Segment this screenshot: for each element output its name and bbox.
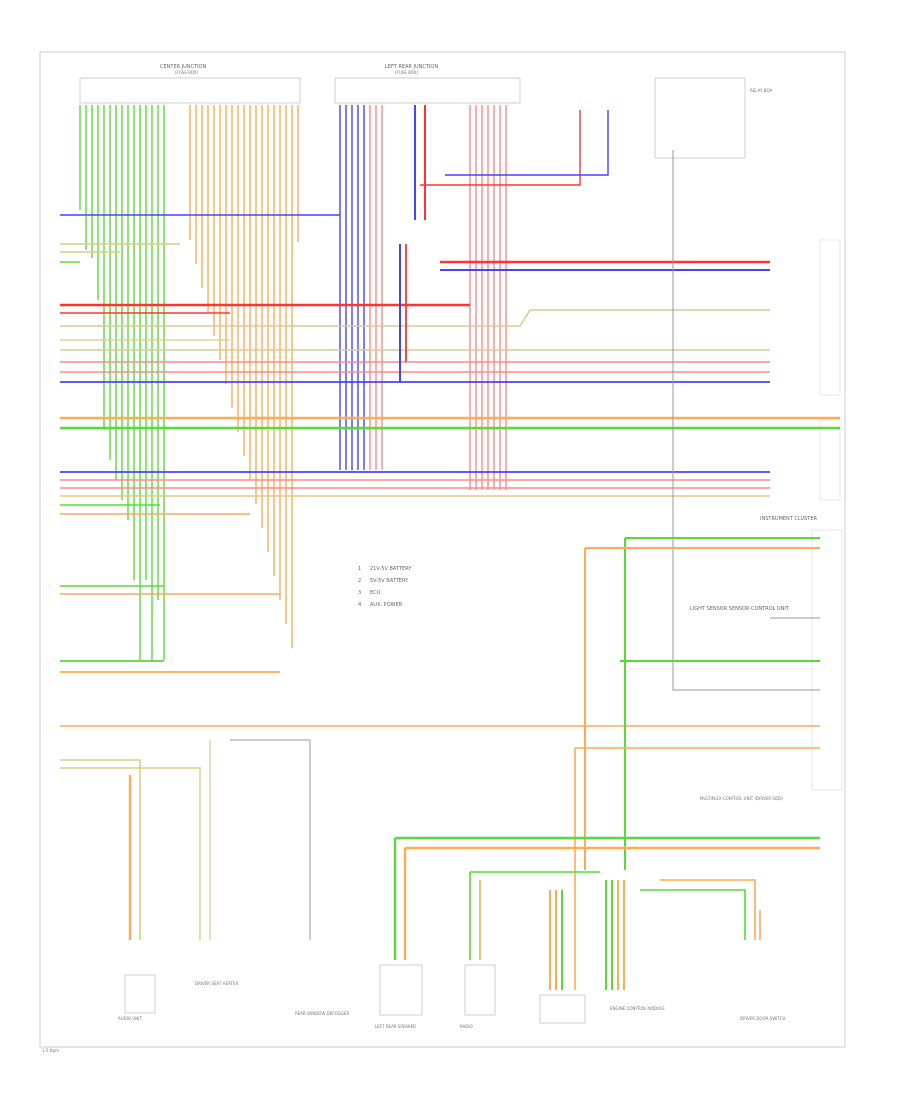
bottom-box-3-label: REAR WINDOW DEFOGGER (295, 1011, 349, 1016)
bottom-box-4 (379, 964, 423, 1016)
wire-85 (420, 110, 581, 186)
relay-box-component: RELAY BOX (654, 77, 772, 159)
legend-item-2: 2 (358, 578, 361, 584)
wire-77 (60, 767, 201, 940)
bottom-box-5-label: RADIO (460, 1024, 473, 1029)
footer-code: 1.5 ttpm (42, 1048, 59, 1053)
wire-80 (230, 739, 311, 940)
right-connector-upper (819, 239, 841, 396)
legend-item-4: 4 (358, 602, 361, 608)
legend-text-4: AUX. POWER (370, 602, 403, 608)
bottom-box-4-label: LEFT REAR SPEAKER (375, 1024, 416, 1029)
bottom-box-1 (124, 974, 156, 1014)
relay-box-label: RELAY BOX (750, 88, 772, 93)
legend-item-3: 3 (358, 590, 361, 596)
bottom-components: AUDIO UNIT DRIVER SEAT HEATER REAR WINDO… (118, 964, 785, 1029)
bottom-box-7-label: DRIVER DOOR SWITCH (740, 1016, 785, 1021)
top-right-connector-sub: (FUSE BOX) (395, 70, 418, 75)
wire-110 (640, 889, 746, 940)
wire-111 (660, 879, 756, 940)
bottom-box-6-label: ENGINE CONTROL MODULE (610, 1006, 665, 1011)
multiplexer-label: MULTIPLEX CONTROL UNIT (DRIVER SIDE) (700, 796, 784, 801)
top-left-connector-title: CENTER JUNCTION (160, 64, 206, 70)
bottom-box-2-label: DRIVER SEAT HEATER (195, 981, 238, 986)
wire-layer (60, 105, 840, 990)
light-sensor-label: LIGHT SENSOR SENSOR CONTROL UNIT (690, 606, 790, 612)
legend-text-1: 21V-5V BATTERY (370, 566, 412, 572)
top-left-connector: CENTER JUNCTION (FUSE BOX) (79, 64, 301, 104)
wire-76 (60, 759, 141, 940)
legend: 1 21V-5V BATTERY 2 5V-5V BATTERY 3 ECU 4… (358, 566, 412, 608)
top-right-connector-title: LEFT REAR JUNCTION (385, 64, 438, 70)
legend-item-1: 1 (358, 566, 361, 572)
legend-text-2: 5V-5V BATTERY (370, 578, 409, 584)
diagram-border (39, 51, 846, 1048)
right-connector-middle (819, 419, 841, 501)
bottom-box-1-label: AUDIO UNIT (118, 1016, 142, 1021)
top-right-connector: LEFT REAR JUNCTION (FUSE BOX) (334, 64, 521, 104)
bottom-box-6 (539, 994, 586, 1024)
wire-87 (672, 150, 820, 691)
wire-57 (60, 309, 770, 327)
top-left-connector-sub: (FUSE BOX) (175, 70, 198, 75)
bottom-box-5 (464, 964, 496, 1016)
instrument-cluster-label: INSTRUMENT CLUSTER (760, 516, 818, 522)
wire-86 (445, 110, 609, 176)
legend-text-3: ECU (370, 590, 381, 596)
